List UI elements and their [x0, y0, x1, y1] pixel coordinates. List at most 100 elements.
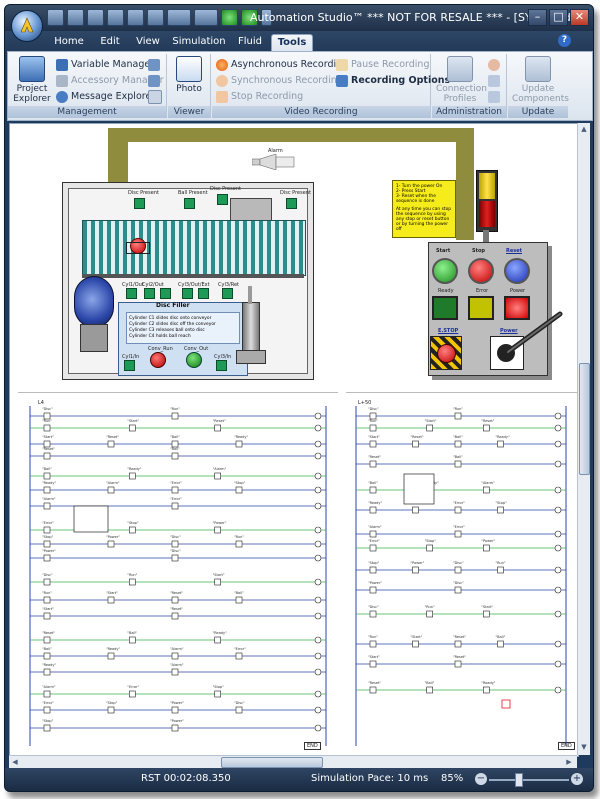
scroll-up-icon[interactable]: ▲ — [581, 125, 587, 133]
scroll-left-icon[interactable]: ◀ — [12, 758, 18, 766]
scroll-down-icon[interactable]: ▼ — [581, 743, 587, 751]
ladder-right-contact[interactable] — [454, 530, 462, 538]
zoom-slider[interactable] — [489, 779, 569, 781]
ladder-right-contact[interactable] — [454, 640, 462, 648]
recording-options-button[interactable]: Recording Options — [336, 73, 450, 88]
ladder-right-coil[interactable] — [554, 640, 562, 648]
ladder-left-contact[interactable] — [235, 652, 243, 660]
ladder-left-contact[interactable] — [171, 452, 179, 460]
save-icon[interactable] — [87, 9, 104, 26]
ladder-right-coil[interactable] — [554, 440, 562, 448]
ladder-right-contact[interactable] — [369, 610, 377, 618]
ladder-right-contact[interactable] — [369, 424, 377, 432]
ladder-right-coil[interactable] — [554, 530, 562, 538]
conv-run-lamp[interactable] — [150, 352, 166, 368]
ladder-right-coil[interactable] — [554, 506, 562, 514]
ladder-right-coil[interactable] — [554, 586, 562, 594]
ladder-left-contact[interactable] — [43, 554, 51, 562]
ladder-left-coil[interactable] — [314, 472, 322, 480]
ladder-right-coil[interactable] — [554, 544, 562, 552]
ladder-left-contact[interactable] — [43, 636, 51, 644]
ladder-left-coil[interactable] — [314, 724, 322, 732]
ladder-right-contact[interactable] — [483, 544, 490, 552]
ladder-right-contact[interactable] — [369, 486, 377, 494]
open-icon[interactable] — [67, 9, 84, 26]
message-explorer-button[interactable]: Message Explorer — [56, 89, 155, 104]
admin-extra-2[interactable] — [488, 73, 503, 88]
ladder-left-coil[interactable] — [314, 636, 322, 644]
ladder-right-coil[interactable] — [554, 424, 562, 432]
ladder-right-contact[interactable] — [369, 660, 377, 668]
ladder-left-contact[interactable] — [43, 486, 51, 494]
ladder-left-contact[interactable] — [214, 472, 221, 480]
update-components-button[interactable]: Update Components — [512, 56, 569, 104]
ladder-right-coil[interactable] — [554, 686, 562, 694]
stop-button[interactable] — [468, 258, 494, 284]
connection-profiles-button[interactable]: Connection Profiles — [436, 56, 487, 104]
ladder-left-contact[interactable] — [171, 724, 179, 732]
ladder-left-contact[interactable] — [171, 612, 179, 620]
ladder-left-contact[interactable] — [107, 706, 115, 714]
ladder-left-contact[interactable] — [43, 596, 51, 604]
ladder-left-contact[interactable] — [129, 472, 136, 480]
ladder-right-contact[interactable] — [483, 424, 490, 432]
minimize-button[interactable]: – — [528, 9, 547, 26]
timer-block-left[interactable] — [73, 505, 109, 533]
ladder-right-contact[interactable] — [426, 610, 433, 618]
zoom-slider-knob[interactable] — [515, 773, 523, 787]
zoom-out-icon[interactable]: − — [475, 773, 487, 785]
asynchronous-recording-button[interactable]: Asynchronous Recording — [216, 57, 348, 72]
ladder-left-contact[interactable] — [235, 486, 243, 494]
pause-recording-button[interactable]: Pause Recording — [336, 57, 429, 72]
ladder-right-contact[interactable] — [454, 440, 462, 448]
ladder-left-contact[interactable] — [129, 636, 136, 644]
help-icon[interactable]: ? — [558, 34, 571, 47]
ladder-right-contact[interactable] — [483, 610, 490, 618]
cut-icon[interactable] — [107, 9, 124, 26]
redo-icon[interactable] — [194, 9, 218, 26]
accessory-manager-button[interactable]: Accessory Manager — [56, 73, 164, 88]
ladder-right-contact[interactable] — [426, 424, 433, 432]
ladder-left-contact[interactable] — [171, 440, 179, 448]
zoom-in-icon[interactable]: + — [571, 773, 583, 785]
ladder-left-contact[interactable] — [43, 724, 51, 732]
ladder-left-contact[interactable] — [43, 440, 51, 448]
ladder-left-contact[interactable] — [235, 440, 243, 448]
ladder-right-contact[interactable] — [497, 506, 504, 514]
ladder-left-coil[interactable] — [314, 452, 322, 460]
ladder-left-contact[interactable] — [171, 502, 179, 510]
management-extra-2[interactable] — [148, 73, 163, 88]
ladder-right-contact[interactable] — [412, 640, 419, 648]
tab-view[interactable]: View — [136, 36, 160, 47]
ladder-right-contact[interactable] — [454, 460, 462, 468]
admin-extra-3[interactable] — [488, 89, 503, 104]
ladder-right-coil[interactable] — [554, 610, 562, 618]
ladder-right-contact[interactable] — [483, 486, 490, 494]
ladder-right-contact[interactable] — [454, 586, 462, 594]
project-explorer-button[interactable]: Project Explorer — [12, 56, 52, 104]
close-button[interactable]: ✕ — [570, 9, 589, 26]
ladder-left-contact[interactable] — [214, 636, 221, 644]
stop-recording-button[interactable]: Stop Recording — [216, 89, 303, 104]
ladder-left-coil[interactable] — [314, 440, 322, 448]
ladder-left-contact[interactable] — [171, 540, 179, 548]
ladder-left-contact[interactable] — [171, 554, 179, 562]
ladder-left-coil[interactable] — [314, 668, 322, 676]
ladder-left-contact[interactable] — [235, 540, 243, 548]
ladder-left-contact[interactable] — [171, 652, 179, 660]
ladder-left-contact[interactable] — [129, 690, 136, 698]
ladder-left-contact[interactable] — [107, 540, 115, 548]
ladder-left-coil[interactable] — [314, 540, 322, 548]
ladder-left-contact[interactable] — [43, 540, 51, 548]
ladder-left-contact[interactable] — [214, 526, 221, 534]
ladder-right-contact[interactable] — [454, 566, 462, 574]
conv-out-lamp[interactable] — [186, 352, 202, 368]
ladder-left-contact[interactable] — [43, 424, 51, 432]
run-simulation-icon[interactable] — [221, 9, 238, 26]
ladder-left-coil[interactable] — [314, 596, 322, 604]
ladder-left-coil[interactable] — [314, 486, 322, 494]
ladder-left-contact[interactable] — [43, 526, 51, 534]
admin-extra-1[interactable] — [488, 57, 503, 72]
ladder-left-coil[interactable] — [314, 502, 322, 510]
ladder-right-contact[interactable] — [454, 660, 462, 668]
